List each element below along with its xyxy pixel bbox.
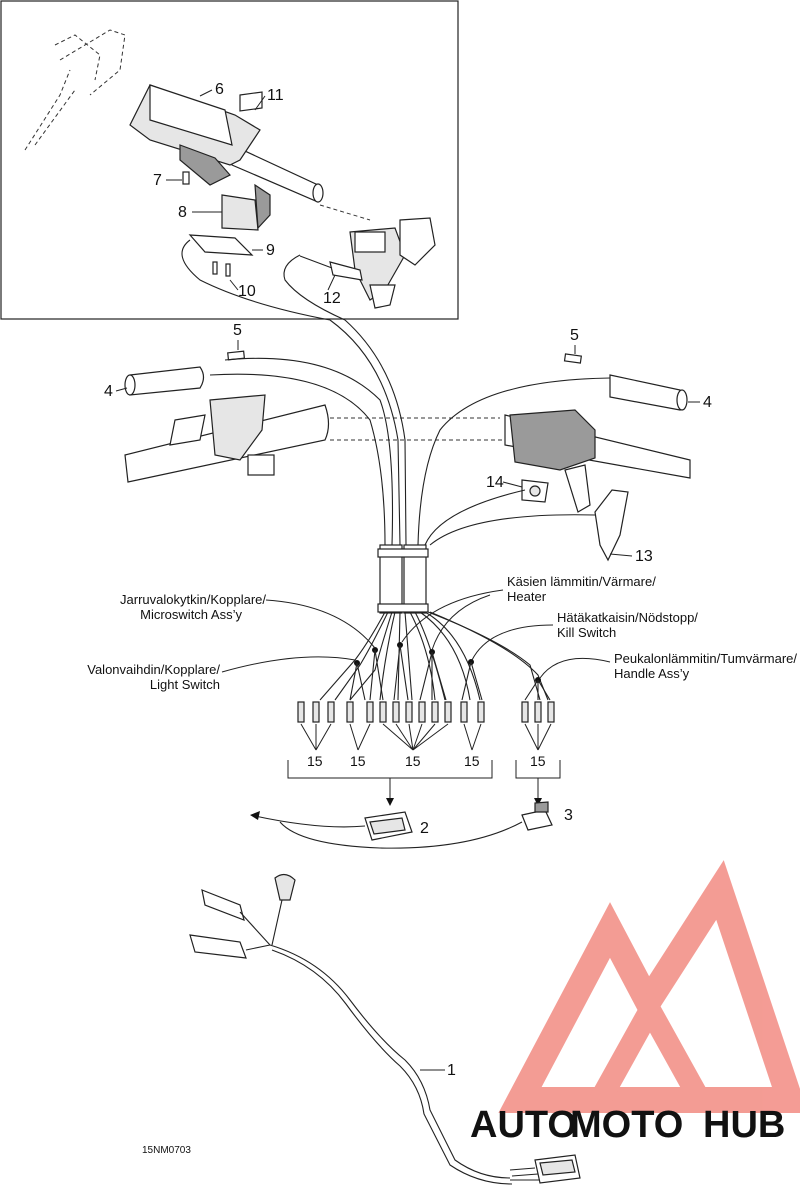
- terminal-group-5: [521, 701, 555, 723]
- kill-switch-line2: Kill Switch: [557, 625, 616, 640]
- wire-bundle: [209, 319, 611, 701]
- callout-15-c: 15: [405, 753, 421, 769]
- inset-callouts: 6 11 7 8 9 10 12: [153, 81, 341, 307]
- kill-switch-line1: Hätäkatkaisin/Nödstopp/: [557, 610, 698, 625]
- callout-1: 1: [447, 1062, 456, 1079]
- label-heater: Käsien lämmitin/Värmare/ Heater: [401, 574, 656, 651]
- brake-switch-line1: Jarruvalokytkin/Kopplare/: [120, 592, 266, 607]
- light-switch-line2: Light Switch: [150, 677, 220, 692]
- callout-2: 2: [420, 820, 429, 837]
- heater-line2: Heater: [507, 589, 547, 604]
- callout-5-right: 5: [570, 327, 579, 344]
- brake-switch-line2: Microswitch Ass’y: [140, 607, 242, 622]
- label-brake-switch: Jarruvalokytkin/Kopplare/ Microswitch As…: [120, 592, 376, 649]
- heater-line1: Käsien lämmitin/Värmare/: [507, 574, 656, 589]
- watermark-hub: HUB: [703, 1104, 785, 1146]
- inset-handlebar-assembly: [24, 29, 436, 321]
- callout-9: 9: [266, 242, 275, 259]
- label-light-switch: Valonvaihdin/Kopplare/ Light Switch: [87, 656, 356, 692]
- terminals: [287, 701, 561, 806]
- connectors: 2 3: [250, 801, 573, 849]
- callout-15-b: 15: [350, 753, 366, 769]
- watermark-logo: [498, 860, 800, 1113]
- terminal-group-2: [346, 701, 374, 723]
- terminal-group-4: [460, 701, 485, 723]
- callouts-15: 15 15 15 15 15: [307, 753, 546, 769]
- label-kill-switch: Hätäkatkaisin/Nödstopp/ Kill Switch: [471, 610, 698, 661]
- light-switch-line1: Valonvaihdin/Kopplare/: [87, 662, 220, 677]
- main-harness: 1: [189, 873, 581, 1185]
- terminal-group-3: [379, 701, 452, 723]
- handlebar-callouts: 4 5 5 4 14 13: [104, 322, 712, 565]
- terminal-group-1: [297, 701, 335, 723]
- callout-3: 3: [564, 807, 573, 824]
- thumb-heater-line1: Peukalonlämmitin/Tumvärmare/: [614, 651, 797, 666]
- callout-8: 8: [178, 204, 187, 221]
- callout-4-left: 4: [104, 383, 113, 400]
- callout-15-d: 15: [464, 753, 480, 769]
- callout-14: 14: [486, 474, 504, 491]
- callout-15-a: 15: [307, 753, 323, 769]
- callout-11: 11: [267, 87, 284, 104]
- callout-7: 7: [153, 172, 162, 189]
- callout-12: 12: [323, 290, 341, 307]
- watermark-auto: AUTO: [470, 1104, 577, 1146]
- handlebar-assembly: [124, 350, 691, 562]
- thumb-heater-line2: Handle Ass’y: [614, 666, 690, 681]
- callout-5-left: 5: [233, 322, 242, 339]
- callout-13: 13: [635, 548, 653, 565]
- callout-4-right: 4: [703, 394, 712, 411]
- callout-6: 6: [215, 81, 224, 98]
- callout-15-e: 15: [530, 753, 546, 769]
- callout-10: 10: [238, 283, 256, 300]
- label-thumb-heater: Peukalonlämmitin/Tumvärmare/ Handle Ass’…: [539, 651, 797, 681]
- diagram-code: 15NM0703: [142, 1145, 191, 1156]
- watermark-moto: MOTO: [570, 1104, 683, 1146]
- watermark-text: AUTO MOTO HUB: [470, 1104, 785, 1146]
- detail-inset-frame: [0, 0, 459, 320]
